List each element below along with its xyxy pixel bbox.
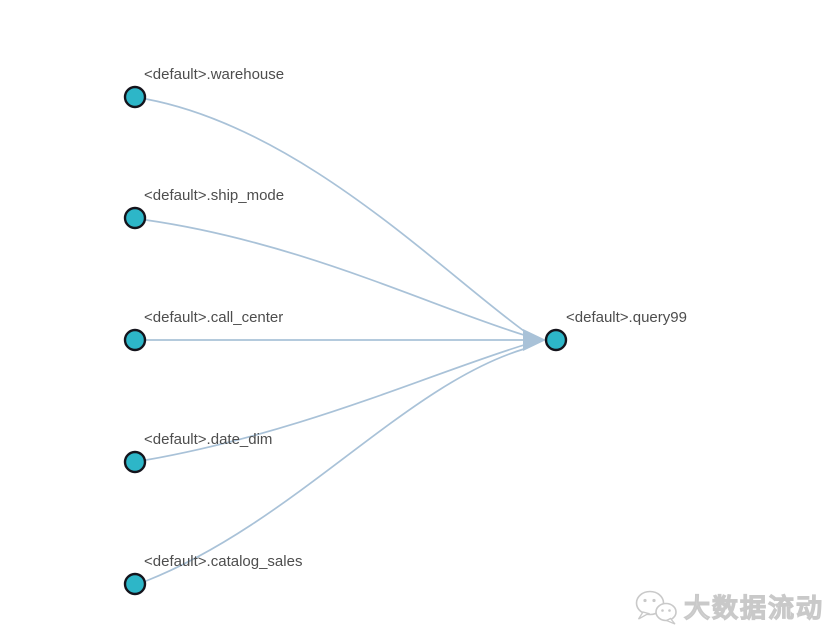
- watermark: 大数据流动: [633, 588, 824, 625]
- node-label-call-center: <default>.call_center: [144, 309, 284, 326]
- node-label-date-dim: <default>.date_dim: [144, 431, 273, 448]
- arrowhead-icon: [523, 329, 546, 351]
- node-label-warehouse: <default>.warehouse: [144, 66, 285, 83]
- watermark-text: 大数据流动: [683, 593, 824, 624]
- node-label-ship-mode: <default>.ship_mode: [144, 187, 285, 204]
- edge-ship-mode-query99: [145, 219, 525, 336]
- node-query99[interactable]: [544, 328, 568, 352]
- node-catalog-sales[interactable]: [123, 572, 147, 596]
- node-label-query99: <default>.query99: [566, 309, 687, 326]
- node-label-catalog-sales: <default>.catalog_sales: [144, 553, 303, 570]
- node-call-center[interactable]: [123, 328, 147, 352]
- node-date-dim[interactable]: [123, 450, 147, 474]
- node-warehouse[interactable]: [123, 85, 147, 109]
- edge-catalog-sales-query99: [145, 348, 525, 582]
- edge-warehouse-query99: [145, 98, 525, 332]
- edge-date-dim-query99: [145, 344, 525, 461]
- wechat-icon: [635, 590, 677, 625]
- node-ship-mode[interactable]: [123, 206, 147, 230]
